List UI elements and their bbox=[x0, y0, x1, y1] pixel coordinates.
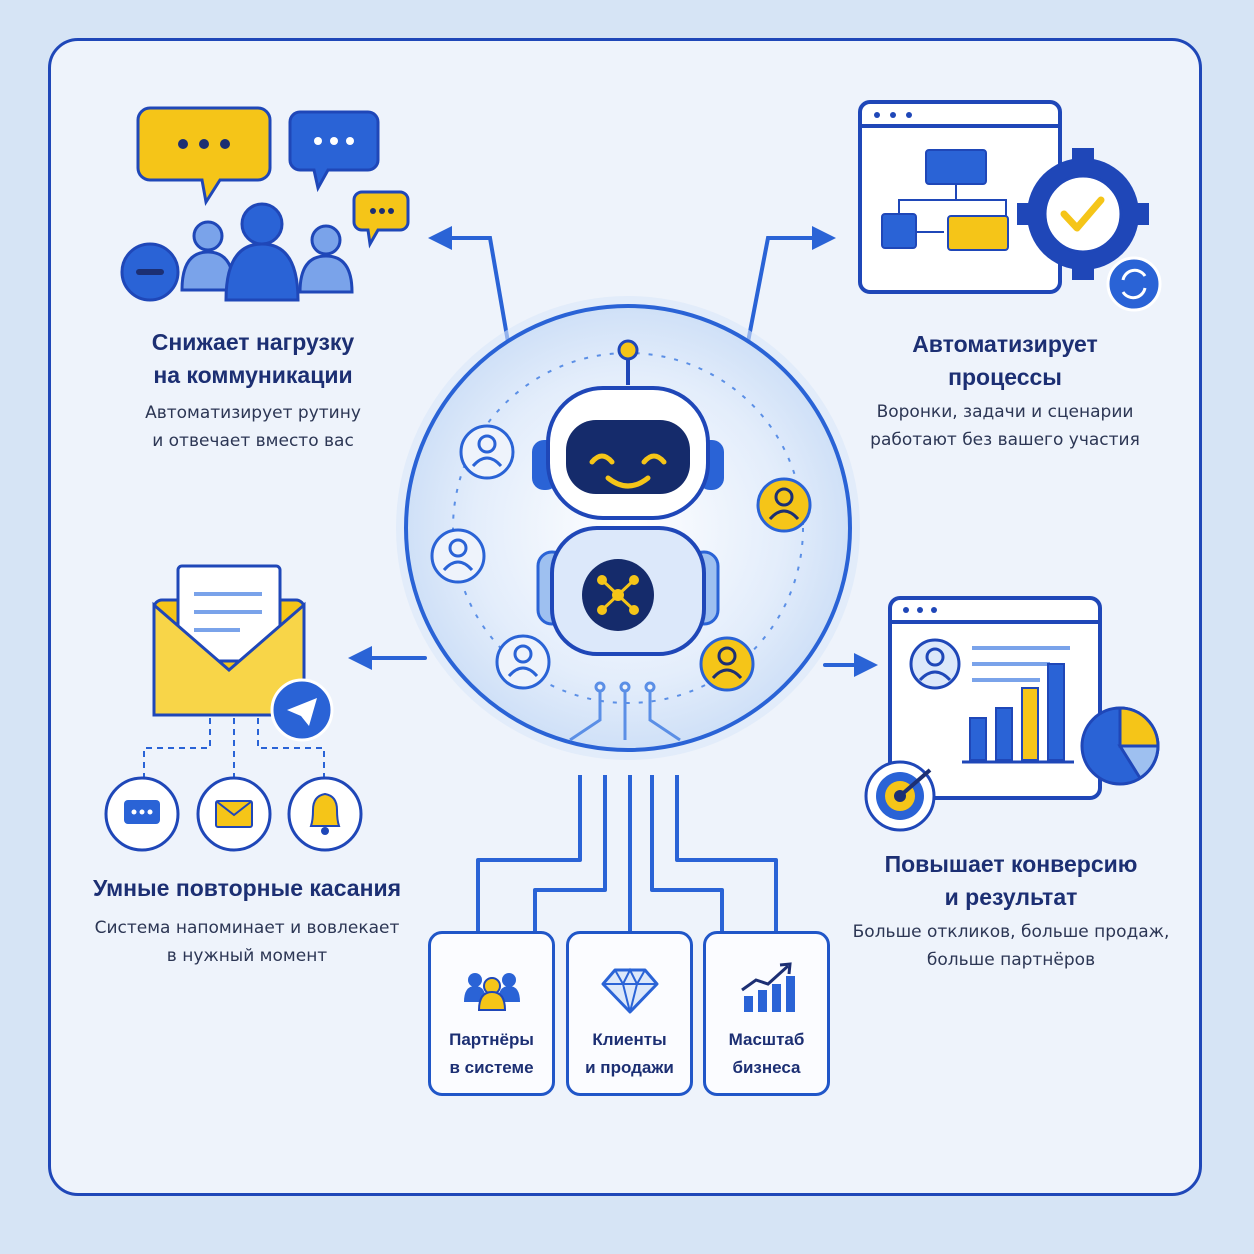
workflow-window-icon bbox=[858, 100, 1062, 294]
outcome-label-scale: Масштаб бизнеса bbox=[728, 1030, 805, 1077]
mail-icon bbox=[196, 776, 272, 852]
avatar-blue-1 bbox=[459, 424, 515, 480]
chat-icon bbox=[104, 776, 180, 852]
pie-chart-icon bbox=[1080, 706, 1160, 786]
connector-arrows bbox=[348, 226, 878, 677]
gear-check-icon bbox=[1017, 148, 1149, 280]
avatar-yellow-1 bbox=[756, 477, 812, 533]
section-title-automate: Автоматизирует процессы bbox=[912, 331, 1098, 390]
avatar-blue-3 bbox=[495, 634, 551, 690]
outcome-lines bbox=[476, 775, 778, 932]
outcome-box-partners: Партнёры в системе bbox=[428, 931, 555, 1096]
section-title-conversion: Повышает конверсию и результат bbox=[884, 851, 1138, 910]
diamond-icon bbox=[601, 967, 659, 1014]
arrow-top-right bbox=[746, 226, 836, 344]
section-desc-conversion: Больше откликов, больше продаж, больше п… bbox=[852, 922, 1170, 970]
circuit-lines bbox=[569, 681, 681, 742]
chat-bubbles-icon bbox=[136, 106, 410, 249]
target-icon bbox=[864, 760, 936, 832]
avatar-icons bbox=[430, 424, 812, 692]
partners-icon bbox=[464, 973, 520, 1011]
robot-icon bbox=[532, 339, 724, 656]
outcome-label-clients: Клиенты и продажи bbox=[585, 1030, 674, 1077]
section-title-smart-touches: Умные повторные касания bbox=[92, 875, 402, 901]
channel-connectors bbox=[143, 718, 325, 778]
avatar-yellow-2 bbox=[699, 636, 755, 692]
envelope-icon bbox=[152, 564, 306, 717]
arrow-top-left bbox=[428, 226, 510, 344]
minus-icon bbox=[120, 242, 180, 302]
section-desc-automate: Воронки, задачи и сценарии работают без … bbox=[870, 402, 1140, 450]
refresh-icon bbox=[1106, 256, 1162, 312]
people-icon bbox=[180, 202, 354, 302]
section-title-reduce-load: Снижает нагрузку на коммуникации bbox=[151, 329, 355, 388]
section-desc-smart-touches: Система напоминает и вовлекает в нужный … bbox=[94, 918, 400, 966]
telegram-icon bbox=[270, 678, 334, 742]
outcome-box-clients: Клиенты и продажи bbox=[566, 931, 693, 1096]
outcome-label-partners: Партнёры в системе bbox=[449, 1030, 534, 1077]
section-desc-reduce-load: Автоматизирует рутину и отвечает вместо … bbox=[145, 403, 361, 451]
bar-chart-icon bbox=[962, 663, 1074, 764]
bell-icon bbox=[287, 776, 363, 852]
avatar-blue-2 bbox=[430, 528, 486, 584]
growth-chart-icon bbox=[741, 962, 795, 1012]
outcome-box-scale: Масштаб бизнеса bbox=[703, 931, 830, 1096]
